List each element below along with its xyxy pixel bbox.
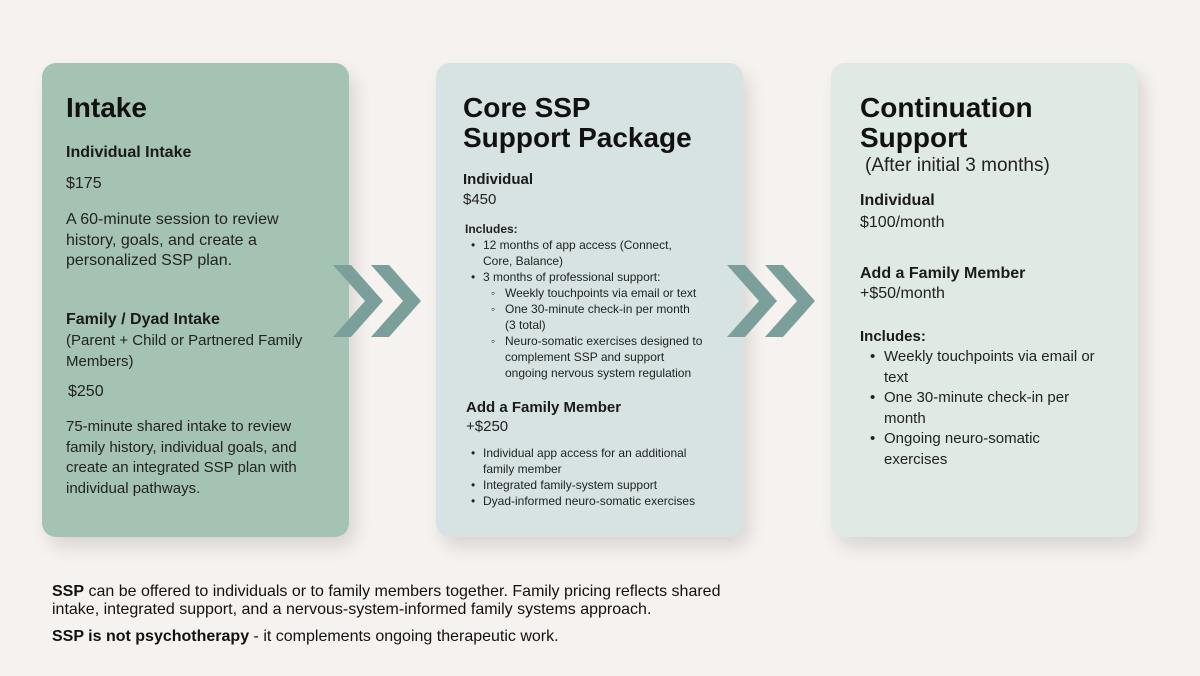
core-family-heading: Add a Family Member bbox=[466, 399, 622, 416]
desc-line: family history, individual goals, and bbox=[66, 438, 297, 456]
title-line: Support Package bbox=[463, 122, 692, 153]
list-item-cont: text bbox=[884, 368, 909, 386]
desc-line: individual pathways. bbox=[66, 479, 201, 497]
chevron-right-icon bbox=[727, 265, 815, 337]
list-item: Weekly touchpoints via email or bbox=[860, 347, 1095, 368]
continuation-individual-heading: Individual bbox=[860, 192, 935, 209]
footer-bold: SSP is not psychotherapy bbox=[52, 628, 250, 645]
chevron-right-icon bbox=[333, 265, 421, 337]
desc-line: history, goals, and create a bbox=[66, 231, 257, 249]
list-item: 12 months of app access (Connect, bbox=[465, 237, 702, 253]
continuation-family-price: +$50/month bbox=[860, 285, 945, 302]
continuation-subtitle: (After initial 3 months) bbox=[865, 155, 1050, 176]
list-item-cont: family member bbox=[483, 462, 562, 476]
desc-line: personalized SSP plan. bbox=[66, 252, 233, 269]
intake-title: Intake bbox=[66, 92, 147, 123]
desc-line: 75-minute shared intake to review bbox=[66, 418, 292, 435]
continuation-card: Continuation Support (After initial 3 mo… bbox=[831, 63, 1138, 537]
core-family-price: +$250 bbox=[466, 418, 509, 435]
list-item-cont: month bbox=[884, 409, 926, 427]
intake-card: Intake Individual Intake $175 A 60-minut… bbox=[42, 63, 349, 537]
family-intake-desc: 75-minute shared intake to review family… bbox=[66, 417, 297, 499]
sub-item: Weekly touchpoints via email or text bbox=[465, 285, 702, 301]
sub-item-cont: (3 total) bbox=[505, 318, 546, 332]
core-individual-heading: Individual bbox=[463, 171, 534, 188]
footer-text: intake, integrated support, and a nervou… bbox=[52, 601, 652, 618]
title-line: Core SSP bbox=[463, 92, 591, 123]
individual-intake-desc: A 60-minute session to review history, g… bbox=[66, 210, 279, 272]
list-item: 3 months of professional support: bbox=[465, 269, 702, 285]
core-family-list: Individual app access for an additional … bbox=[465, 445, 695, 509]
list-item-cont: Core, Balance) bbox=[483, 254, 564, 268]
sub-item-cont: complement SSP and support bbox=[505, 350, 665, 364]
continuation-title: Continuation Support bbox=[860, 93, 1033, 153]
list-item: One 30-minute check-in per bbox=[860, 388, 1095, 409]
family-intake-price: $250 bbox=[68, 383, 104, 400]
footer-text: can be offered to individuals or to fami… bbox=[84, 583, 721, 600]
list-item: Individual app access for an additional bbox=[465, 445, 695, 461]
family-intake-sub: (Parent + Child or Partnered Family Memb… bbox=[66, 331, 302, 372]
family-intake-heading: Family / Dyad Intake bbox=[66, 311, 220, 328]
list-item: Integrated family-system support bbox=[465, 477, 695, 493]
core-includes-list: Includes: 12 months of app access (Conne… bbox=[465, 221, 702, 381]
includes-label: Includes: bbox=[465, 222, 518, 236]
individual-intake-heading: Individual Intake bbox=[66, 144, 192, 161]
core-title: Core SSP Support Package bbox=[463, 93, 692, 153]
continuation-includes-label: Includes: bbox=[860, 328, 926, 345]
title-line: Continuation bbox=[860, 92, 1033, 123]
list-item: Ongoing neuro-somatic bbox=[860, 429, 1095, 450]
individual-intake-price: $175 bbox=[66, 175, 102, 192]
sub-item: One 30-minute check-in per month bbox=[465, 301, 702, 317]
list-item: Dyad-informed neuro-somatic exercises bbox=[465, 493, 695, 509]
sub-item-cont: ongoing nervous system regulation bbox=[505, 366, 692, 380]
desc-line: A 60-minute session to review bbox=[66, 211, 279, 228]
footer-text: - it complements ongoing therapeutic wor… bbox=[249, 628, 559, 645]
core-package-card: Core SSP Support Package Individual $450… bbox=[436, 63, 743, 537]
sub-line: Members) bbox=[66, 352, 134, 370]
footer-note: SSP can be offered to individuals or to … bbox=[52, 583, 720, 619]
sub-line: (Parent + Child or Partnered Family bbox=[66, 332, 303, 349]
footer-bold: SSP bbox=[52, 583, 85, 600]
continuation-family-heading: Add a Family Member bbox=[860, 265, 1026, 282]
core-individual-price: $450 bbox=[463, 191, 497, 208]
list-item-cont: exercises bbox=[884, 450, 948, 468]
title-line: Support bbox=[860, 122, 968, 153]
sub-item: Neuro-somatic exercises designed to bbox=[465, 333, 702, 349]
footer-disclaimer: SSP is not psychotherapy - it complement… bbox=[52, 628, 559, 646]
continuation-includes-list: Weekly touchpoints via email or text One… bbox=[860, 347, 1095, 470]
continuation-individual-price: $100/month bbox=[860, 214, 945, 231]
desc-line: create an integrated SSP plan with bbox=[66, 459, 297, 476]
